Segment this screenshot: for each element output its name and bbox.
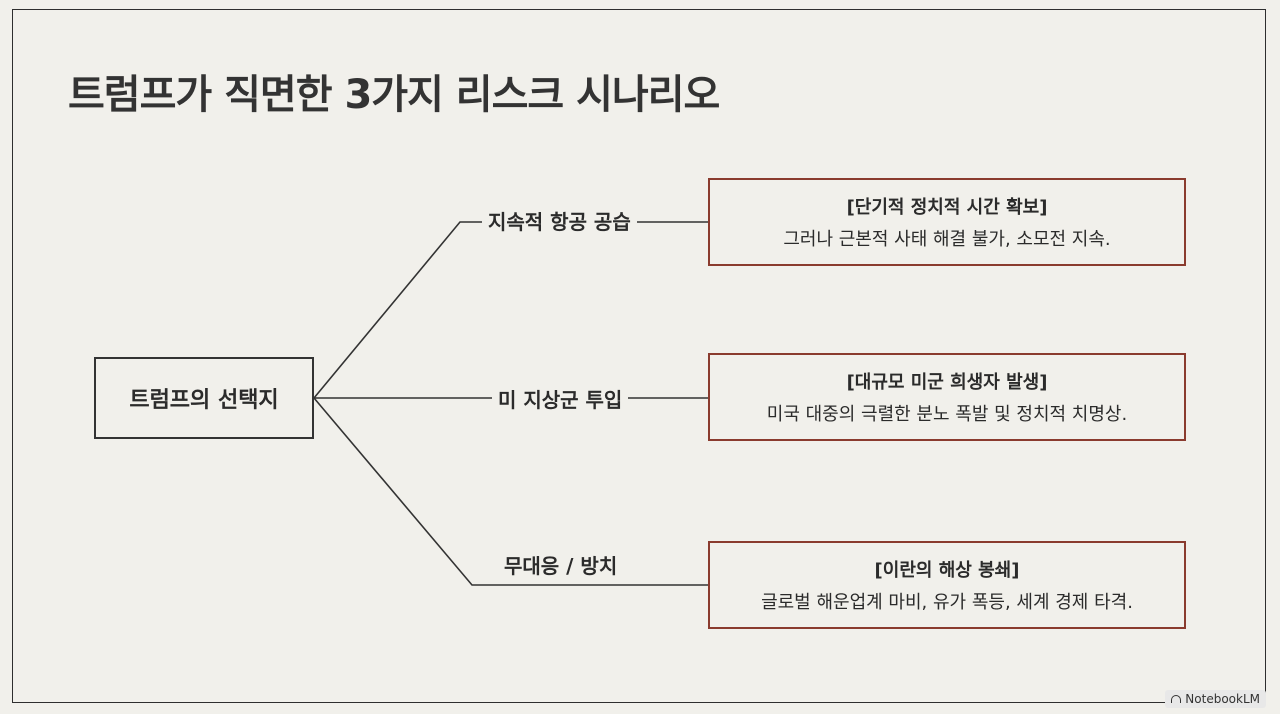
outcome-box-no-response: [이란의 해상 봉쇄] 글로벌 해운업계 마비, 유가 폭등, 세계 경제 타격…: [708, 541, 1186, 629]
outcome-box-airstrike: [단기적 정치적 시간 확보] 그러나 근본적 사태 해결 불가, 소모전 지속…: [708, 178, 1186, 266]
outcome-description: 미국 대중의 극렬한 분노 폭발 및 정치적 치명상.: [766, 404, 1128, 425]
outcome-title: [대규모 미군 희생자 발생]: [846, 372, 1048, 393]
brand-label: NotebookLM: [1185, 692, 1260, 706]
outcome-description: 그러나 근본적 사태 해결 불가, 소모전 지속.: [783, 229, 1111, 250]
branch-label-airstrike: 지속적 항공 공습: [482, 206, 637, 235]
connector-branch-3: [313, 397, 708, 586]
outcome-title: [단기적 정치적 시간 확보]: [846, 197, 1048, 218]
branch-label-no-response: 무대응 / 방치: [498, 550, 624, 579]
branch-label-ground-troops: 미 지상군 투입: [492, 384, 629, 413]
slide-title: 트럼프가 직면한 3가지 리스크 시나리오: [68, 72, 720, 118]
outcome-box-ground-troops: [대규모 미군 희생자 발생] 미국 대중의 극렬한 분노 폭발 및 정치적 치…: [708, 353, 1186, 441]
notebooklm-watermark: NotebookLM: [1165, 690, 1266, 708]
outcome-description: 글로벌 해운업계 마비, 유가 폭등, 세계 경제 타격.: [761, 592, 1133, 613]
root-node: 트럼프의 선택지: [94, 357, 314, 439]
root-label: 트럼프의 선택지: [129, 388, 279, 413]
notebooklm-logo-icon: [1171, 695, 1182, 703]
connector-branch-1: [313, 221, 708, 399]
outcome-title: [이란의 해상 봉쇄]: [874, 560, 1020, 581]
